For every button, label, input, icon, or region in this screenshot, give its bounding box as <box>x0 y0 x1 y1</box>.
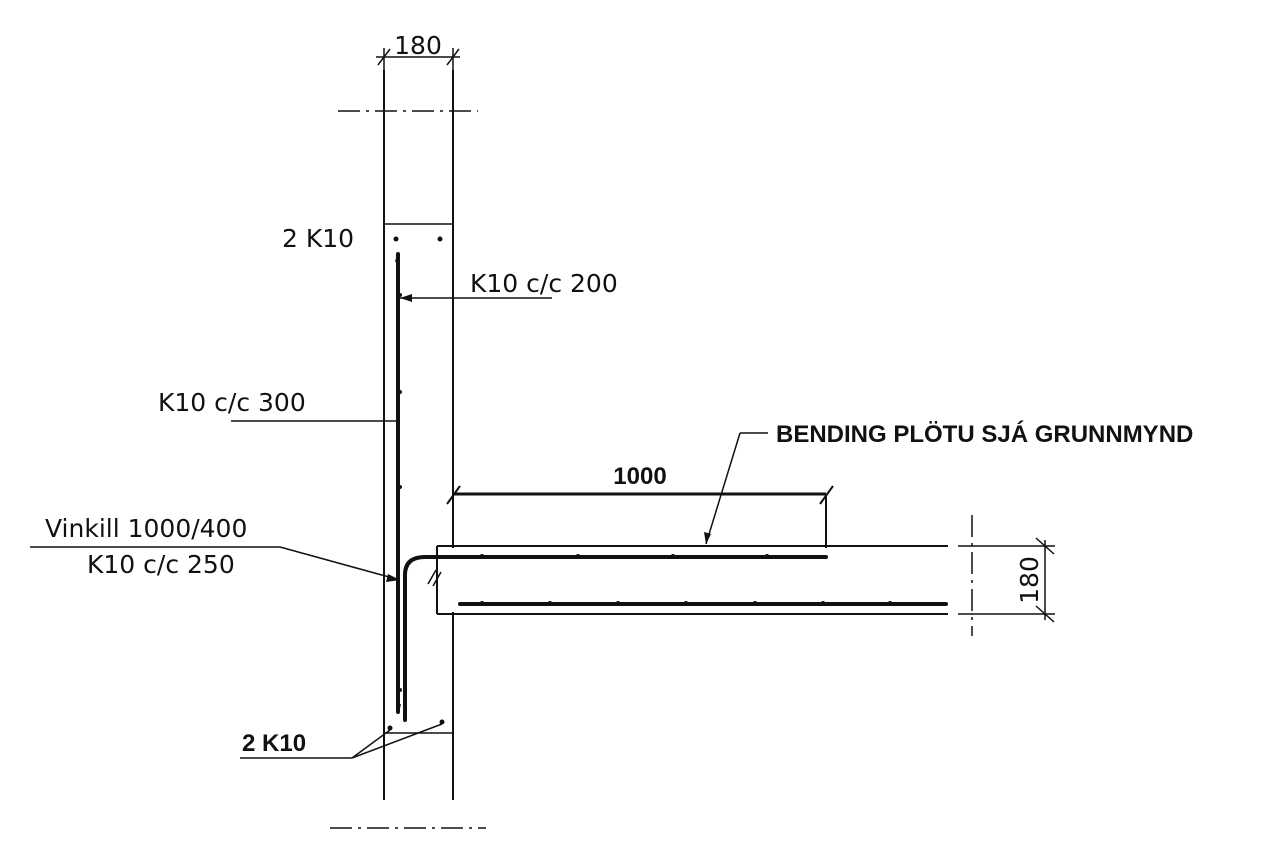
bottom-bars-label: 2 K10 <box>242 730 306 757</box>
wall-thickness-label: 180 <box>394 31 442 60</box>
centerlines <box>330 110 973 829</box>
k10-c-c-200-label: K10 c/c 200 <box>470 269 618 298</box>
bending-note: BENDING PLÖTU SJÁ GRUNNMYND <box>776 420 1193 448</box>
bar-dots <box>387 236 892 731</box>
vertical-wall-bar <box>395 252 401 714</box>
wall-thickness-dimension: 180 <box>376 31 460 72</box>
leader-bottom-bars <box>240 723 443 759</box>
k10-c-c-300-label: K10 c/c 300 <box>158 388 306 417</box>
angle-bar-vinkill <box>403 555 828 722</box>
leader-k10-200 <box>400 294 552 302</box>
wall-outline <box>383 70 454 800</box>
k10-c-c-250-label: K10 c/c 250 <box>87 550 235 579</box>
length-1000-label: 1000 <box>613 463 666 490</box>
leader-vinkill <box>30 546 401 582</box>
vinkill-label: Vinkill 1000/400 <box>45 514 247 543</box>
top-bars-label: 2 K10 <box>282 224 354 253</box>
slab-thickness-label: 180 <box>1015 556 1044 604</box>
joint-mark <box>427 569 442 587</box>
length-1000-dimension: 1000 <box>446 463 834 548</box>
slab-thickness-dimension: 180 <box>958 537 1055 623</box>
leader-bending <box>704 432 768 545</box>
